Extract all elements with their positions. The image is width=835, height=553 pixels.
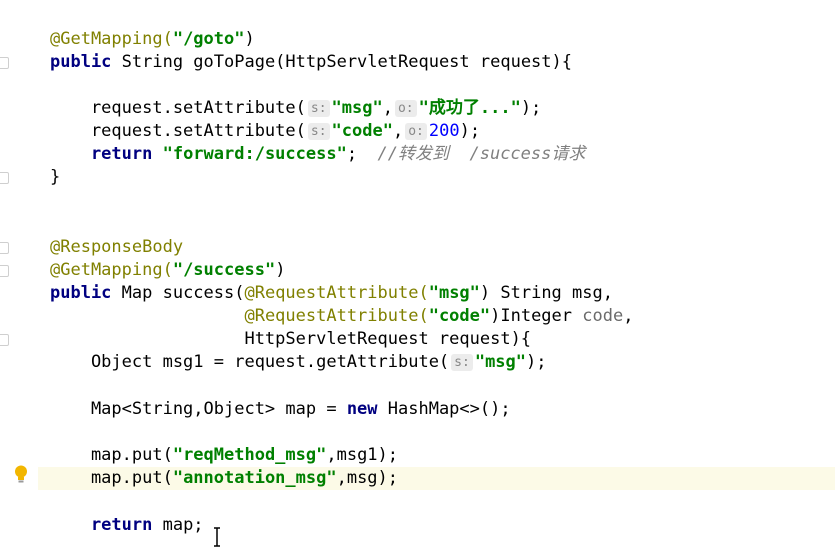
editor-gutter[interactable] bbox=[0, 0, 38, 553]
code-line: } bbox=[50, 167, 61, 187]
fold-marker-icon[interactable] bbox=[0, 172, 9, 184]
parameter-hint: s: bbox=[307, 100, 330, 117]
code-line: return map; bbox=[50, 515, 204, 535]
code-line: public String goToPage(HttpServletReques… bbox=[50, 52, 572, 72]
fold-marker-icon[interactable] bbox=[0, 242, 9, 254]
code-line-current: map.put("annotation_msg",msg); bbox=[38, 467, 835, 490]
code-line: @ResponseBody bbox=[50, 237, 184, 257]
parameter-hint: s: bbox=[307, 123, 330, 140]
code-comment: //转发到 /success请求 bbox=[377, 144, 586, 164]
fold-marker-icon[interactable] bbox=[0, 265, 9, 277]
parameter-hint: o: bbox=[394, 100, 417, 117]
code-line: public Map success(@RequestAttribute("ms… bbox=[50, 283, 613, 303]
code-line: return "forward:/success"; //转发到 /succes… bbox=[50, 144, 586, 164]
code-line: @GetMapping("/goto") bbox=[50, 29, 255, 49]
code-line: @GetMapping("/success") bbox=[50, 260, 286, 280]
code-editor[interactable]: @GetMapping("/goto") public String goToP… bbox=[38, 0, 835, 553]
intention-bulb-icon[interactable] bbox=[14, 465, 28, 483]
parameter-hint: s: bbox=[451, 354, 473, 371]
code-line: map.put("reqMethod_msg",msg1); bbox=[50, 445, 399, 465]
code-line: request.setAttribute(s:"code",o:200); bbox=[50, 121, 481, 141]
fold-marker-icon[interactable] bbox=[0, 57, 9, 69]
parameter-hint: o: bbox=[405, 123, 427, 140]
code-line: HttpServletRequest request){ bbox=[50, 329, 532, 349]
fold-marker-icon[interactable] bbox=[0, 334, 9, 346]
code-line: @RequestAttribute("code")Integer code, bbox=[244, 306, 634, 326]
text-cursor-icon bbox=[214, 527, 220, 547]
code-line: Map<String,Object> map = new HashMap<>()… bbox=[50, 399, 511, 419]
code-line: request.setAttribute(s:"msg",o:"成功了...")… bbox=[50, 98, 542, 118]
code-line: Object msg1 = request.getAttribute(s:"ms… bbox=[50, 352, 547, 372]
